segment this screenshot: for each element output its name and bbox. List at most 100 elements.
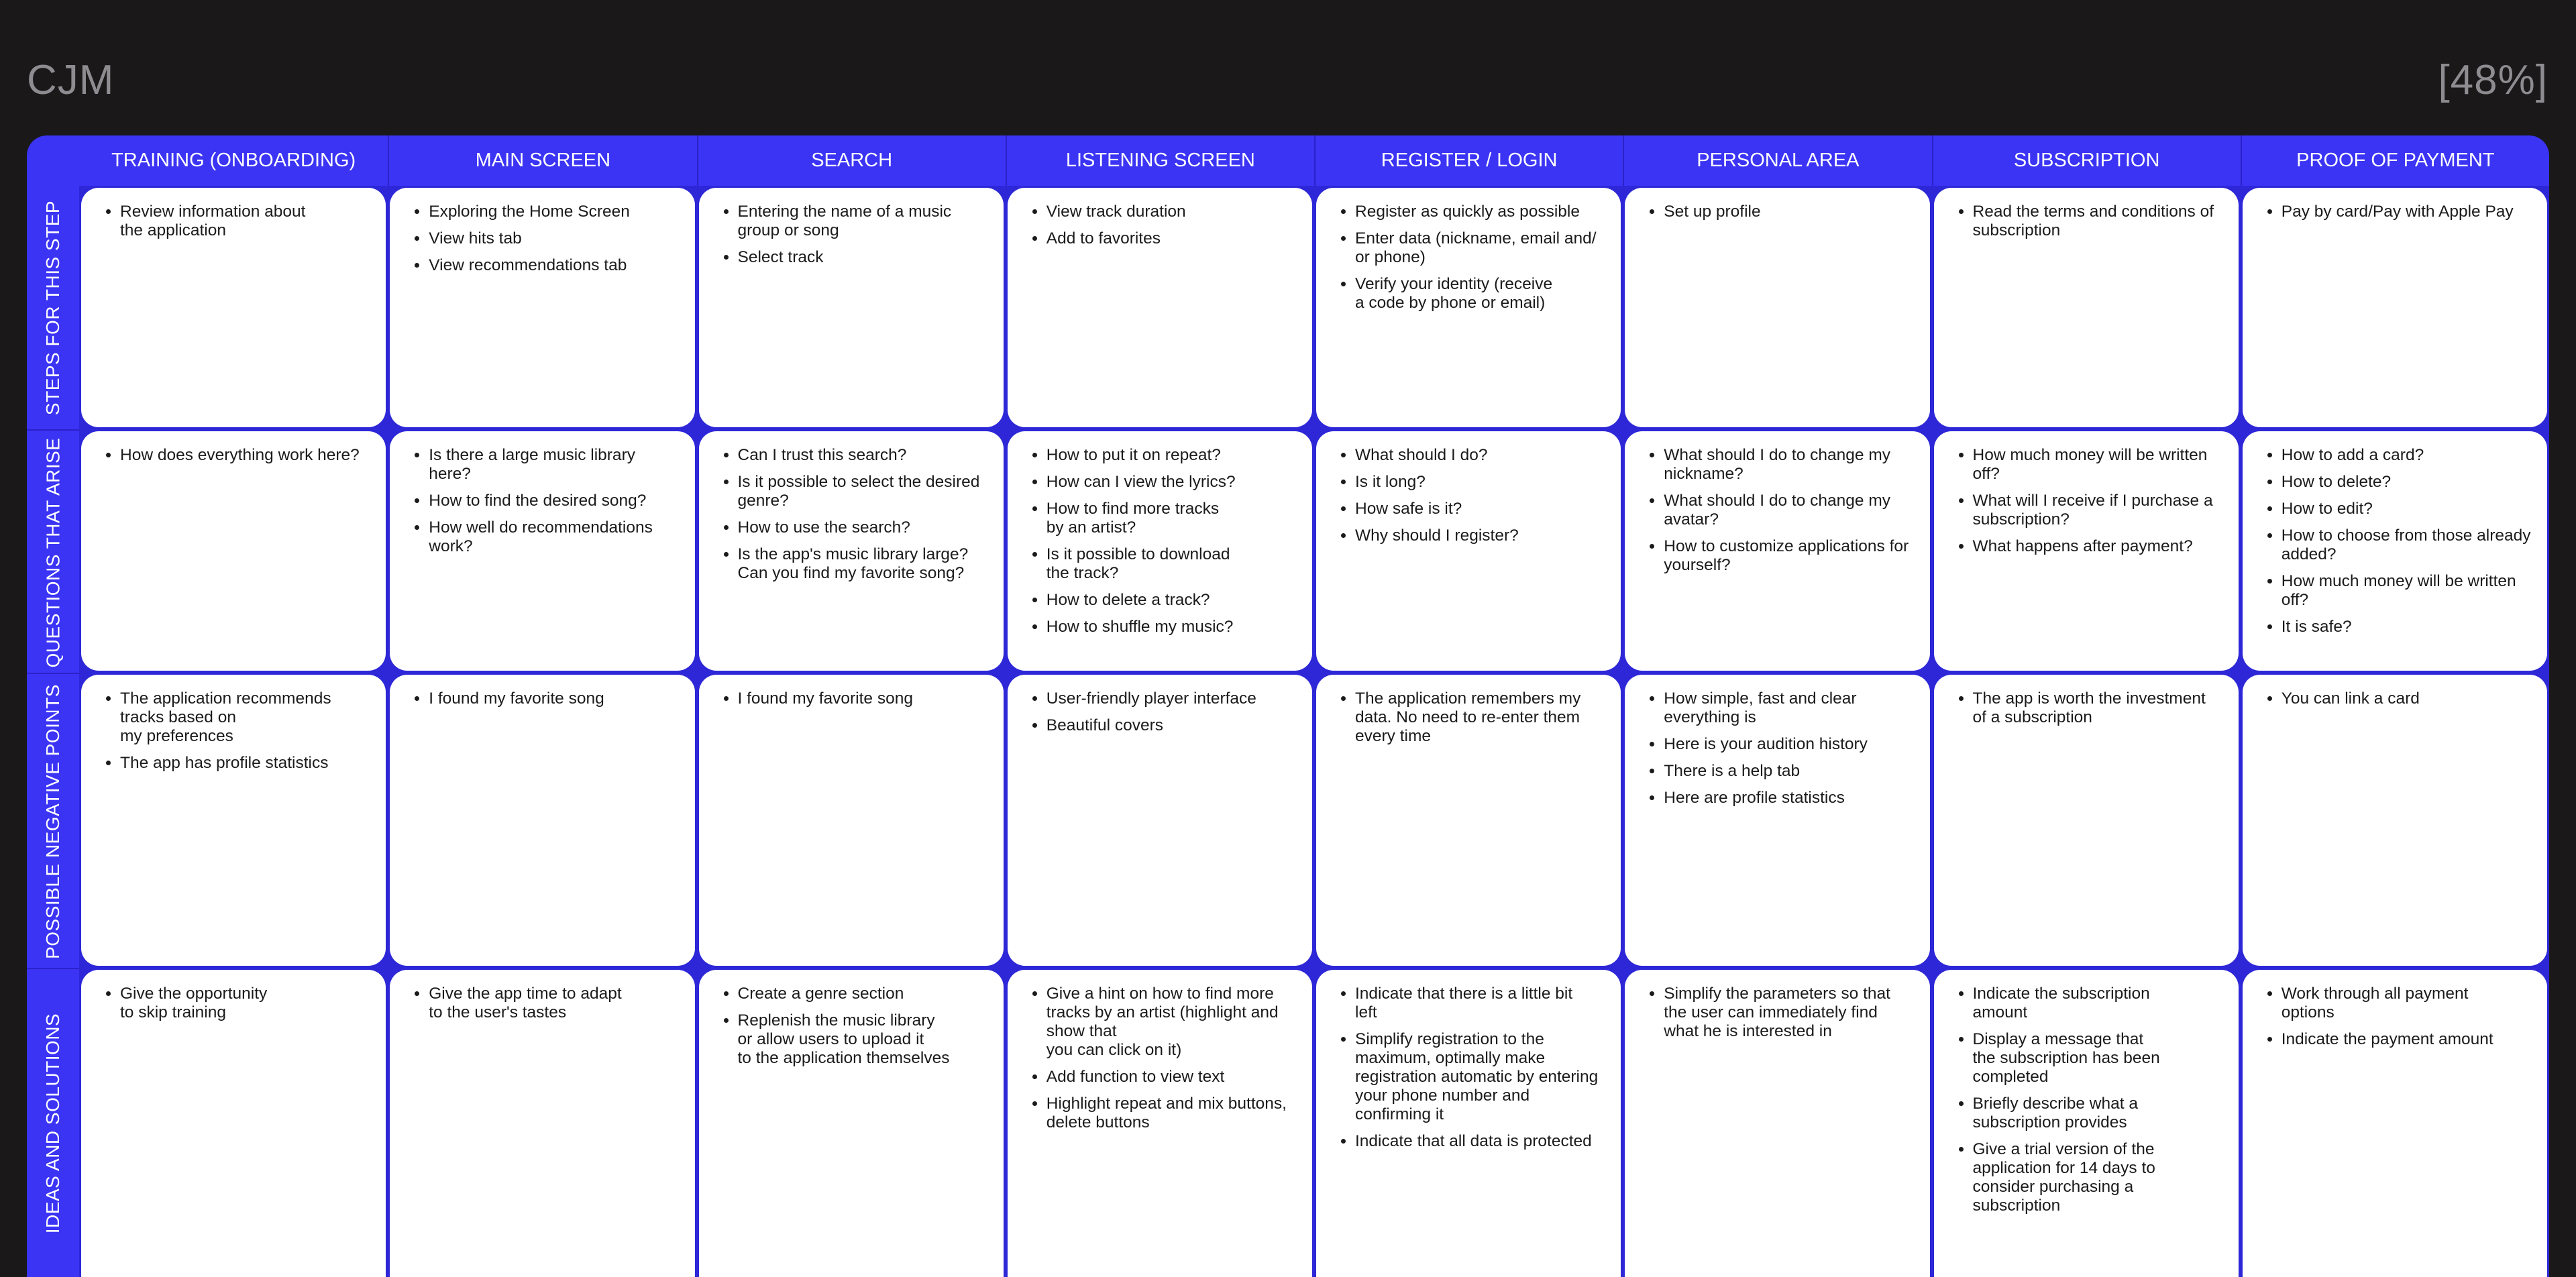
list-item: The application recommends tracks based … <box>120 689 375 746</box>
list-item: Display a message that the subscription … <box>1973 1030 2228 1087</box>
column-header-register-login: REGISTER / LOGIN <box>1314 135 1623 186</box>
list-item: View track duration <box>1046 203 1301 221</box>
list-item: Select track <box>738 248 993 267</box>
card-questions-5[interactable]: What should I do?Is it long?How safe is … <box>1316 431 1621 671</box>
list-item: How to find more tracks by an artist? <box>1046 500 1301 537</box>
card-negative-points-8[interactable]: You can link a card <box>2242 675 2547 966</box>
list-item: Enter data (nickname, email and/ or phon… <box>1355 229 1610 267</box>
card-steps-1[interactable]: Review information about the application <box>81 188 386 427</box>
card-ideas-4[interactable]: Give a hint on how to find more tracks b… <box>1007 970 1312 1277</box>
card-list: The application remembers my data. No ne… <box>1328 689 1610 746</box>
list-item: Add function to view text <box>1046 1068 1301 1087</box>
card-negative-points-2[interactable]: I found my favorite song <box>390 675 695 966</box>
list-item: Simplify registration to the maximum, op… <box>1355 1030 1610 1124</box>
card-steps-8[interactable]: Pay by card/Pay with Apple Pay <box>2242 188 2547 427</box>
card-negative-points-1[interactable]: The application recommends tracks based … <box>81 675 386 966</box>
list-item: Give a hint on how to find more tracks b… <box>1046 985 1301 1060</box>
list-item: Give a trial version of the application … <box>1973 1140 2228 1215</box>
card-list: Simplify the parameters so that the user… <box>1637 985 1919 1041</box>
card-ideas-6[interactable]: Simplify the parameters so that the user… <box>1625 970 1930 1277</box>
card-list: Indicate the subscription amountDisplay … <box>1946 985 2228 1215</box>
list-item: How well do recommendations work? <box>429 518 684 556</box>
list-item: How simple, fast and clear everything is <box>1664 689 1919 727</box>
cjm-grid: Review information about the application… <box>79 186 2549 1277</box>
card-steps-2[interactable]: Exploring the Home ScreenView hits tabVi… <box>390 188 695 427</box>
card-questions-8[interactable]: How to add a card? How to delete? How to e… <box>2242 431 2547 671</box>
list-item: Indicate that all data is protected <box>1355 1132 1610 1151</box>
list-item: How to add a card? <box>2282 446 2536 465</box>
list-item: Exploring the Home Screen <box>429 203 684 221</box>
list-item: The app has profile statistics <box>120 754 375 773</box>
list-item: How does everything work here? <box>120 446 375 465</box>
list-item: How to choose from those already added? <box>2282 526 2536 564</box>
card-questions-1[interactable]: How does everything work here? <box>81 431 386 671</box>
card-ideas-3[interactable]: Create a genre sectionReplenish the musi… <box>698 970 1004 1277</box>
list-item: Highlight repeat and mix buttons, delete… <box>1046 1095 1301 1132</box>
column-headers: TRAINING (ONBOARDING) MAIN SCREEN SEARCH… <box>79 135 2549 186</box>
card-list: Give the app time to adapt to the user's… <box>402 985 684 1022</box>
list-item: You can link a card <box>2282 689 2536 708</box>
column-header-main-screen: MAIN SCREEN <box>388 135 696 186</box>
card-steps-6[interactable]: Set up profile <box>1625 188 1930 427</box>
list-item: Simplify the parameters so that the user… <box>1664 985 1919 1041</box>
list-item: How much money will be written off? <box>2282 572 2536 610</box>
list-item: How to edit? <box>2282 500 2536 518</box>
row-label-steps: STEPS FOR THIS STEP <box>27 186 79 429</box>
list-item: Entering the name of a music group or so… <box>738 203 993 240</box>
card-ideas-8[interactable]: Work through all payment optionsIndicate… <box>2242 970 2547 1277</box>
list-item: How safe is it? <box>1355 500 1610 518</box>
column-header-subscription: SUBSCRIPTION <box>1931 135 2241 186</box>
list-item: How to delete a track? <box>1046 591 1301 610</box>
list-item: Is the app's music library large? Can yo… <box>738 545 993 583</box>
card-ideas-5[interactable]: Indicate that there is a little bit left… <box>1316 970 1621 1277</box>
card-questions-2[interactable]: Is there a large music library here?How … <box>390 431 695 671</box>
list-item: Set up profile <box>1664 203 1919 221</box>
card-steps-7[interactable]: Read the terms and conditions of subscri… <box>1933 188 2239 427</box>
card-questions-3[interactable]: Can I trust this search? Is it possible t… <box>698 431 1004 671</box>
row-label-text: QUESTIONS THAT ARISE <box>42 437 63 667</box>
list-item: How to find the desired song? <box>429 492 684 510</box>
card-list: Exploring the Home ScreenView hits tabVi… <box>402 203 684 275</box>
column-header-search: SEARCH <box>696 135 1006 186</box>
card-ideas-7[interactable]: Indicate the subscription amountDisplay … <box>1933 970 2239 1277</box>
card-questions-4[interactable]: How to put it on repeat?How can I view t… <box>1007 431 1312 671</box>
list-item: Read the terms and conditions of subscri… <box>1973 203 2228 240</box>
list-item: How can I view the lyrics? <box>1046 473 1301 492</box>
card-list: How simple, fast and clear everything is… <box>1637 689 1919 808</box>
list-item: Give the opportunity to skip training <box>120 985 375 1022</box>
list-item: Is it possible to select the desired gen… <box>738 473 993 510</box>
card-negative-points-6[interactable]: How simple, fast and clear everything is… <box>1625 675 1930 966</box>
column-header-proof-of-payment: PROOF OF PAYMENT <box>2240 135 2549 186</box>
card-list: Pay by card/Pay with Apple Pay <box>2255 203 2536 221</box>
card-negative-points-5[interactable]: The application remembers my data. No ne… <box>1316 675 1621 966</box>
card-list: Set up profile <box>1637 203 1919 221</box>
card-ideas-1[interactable]: Give the opportunity to skip training <box>81 970 386 1277</box>
card-questions-6[interactable]: What should I do to change my nickname?W… <box>1625 431 1930 671</box>
card-list: What should I do to change my nickname?W… <box>1637 446 1919 575</box>
card-steps-3[interactable]: Entering the name of a music group or so… <box>698 188 1004 427</box>
card-ideas-2[interactable]: Give the app time to adapt to the user's… <box>390 970 695 1277</box>
card-negative-points-3[interactable]: I found my favorite song <box>698 675 1004 966</box>
list-item: How to delete? <box>2282 473 2536 492</box>
column-header-personal-area: PERSONAL AREA <box>1623 135 1931 186</box>
card-list: How does everything work here? <box>93 446 375 465</box>
list-item: Briefly describe what a subscription pro… <box>1973 1095 2228 1132</box>
list-item: Replenish the music library or allow use… <box>738 1011 993 1068</box>
card-list: Review information about the application <box>93 203 375 240</box>
card-steps-4[interactable]: View track durationAdd to favorites <box>1007 188 1312 427</box>
list-item: Register as quickly as possible <box>1355 203 1610 221</box>
card-list: You can link a card <box>2255 689 2536 708</box>
card-steps-5[interactable]: Register as quickly as possibleEnter dat… <box>1316 188 1621 427</box>
list-item: The application remembers my data. No ne… <box>1355 689 1610 746</box>
card-list: Give the opportunity to skip training <box>93 985 375 1022</box>
card-negative-points-4[interactable]: User-friendly player interfaceBeautiful … <box>1007 675 1312 966</box>
list-item: I found my favorite song <box>429 689 684 708</box>
card-negative-points-7[interactable]: The app is worth the investment of a sub… <box>1933 675 2239 966</box>
header-title: CJM <box>27 57 115 103</box>
card-list: How to add a card? How to delete? How to e… <box>2255 446 2536 636</box>
list-item: Can I trust this search? <box>738 446 993 465</box>
list-item: View hits tab <box>429 229 684 248</box>
card-list: How much money will be written off?What … <box>1946 446 2228 556</box>
card-questions-7[interactable]: How much money will be written off?What … <box>1933 431 2239 671</box>
card-list: Indicate that there is a little bit left… <box>1328 985 1610 1151</box>
